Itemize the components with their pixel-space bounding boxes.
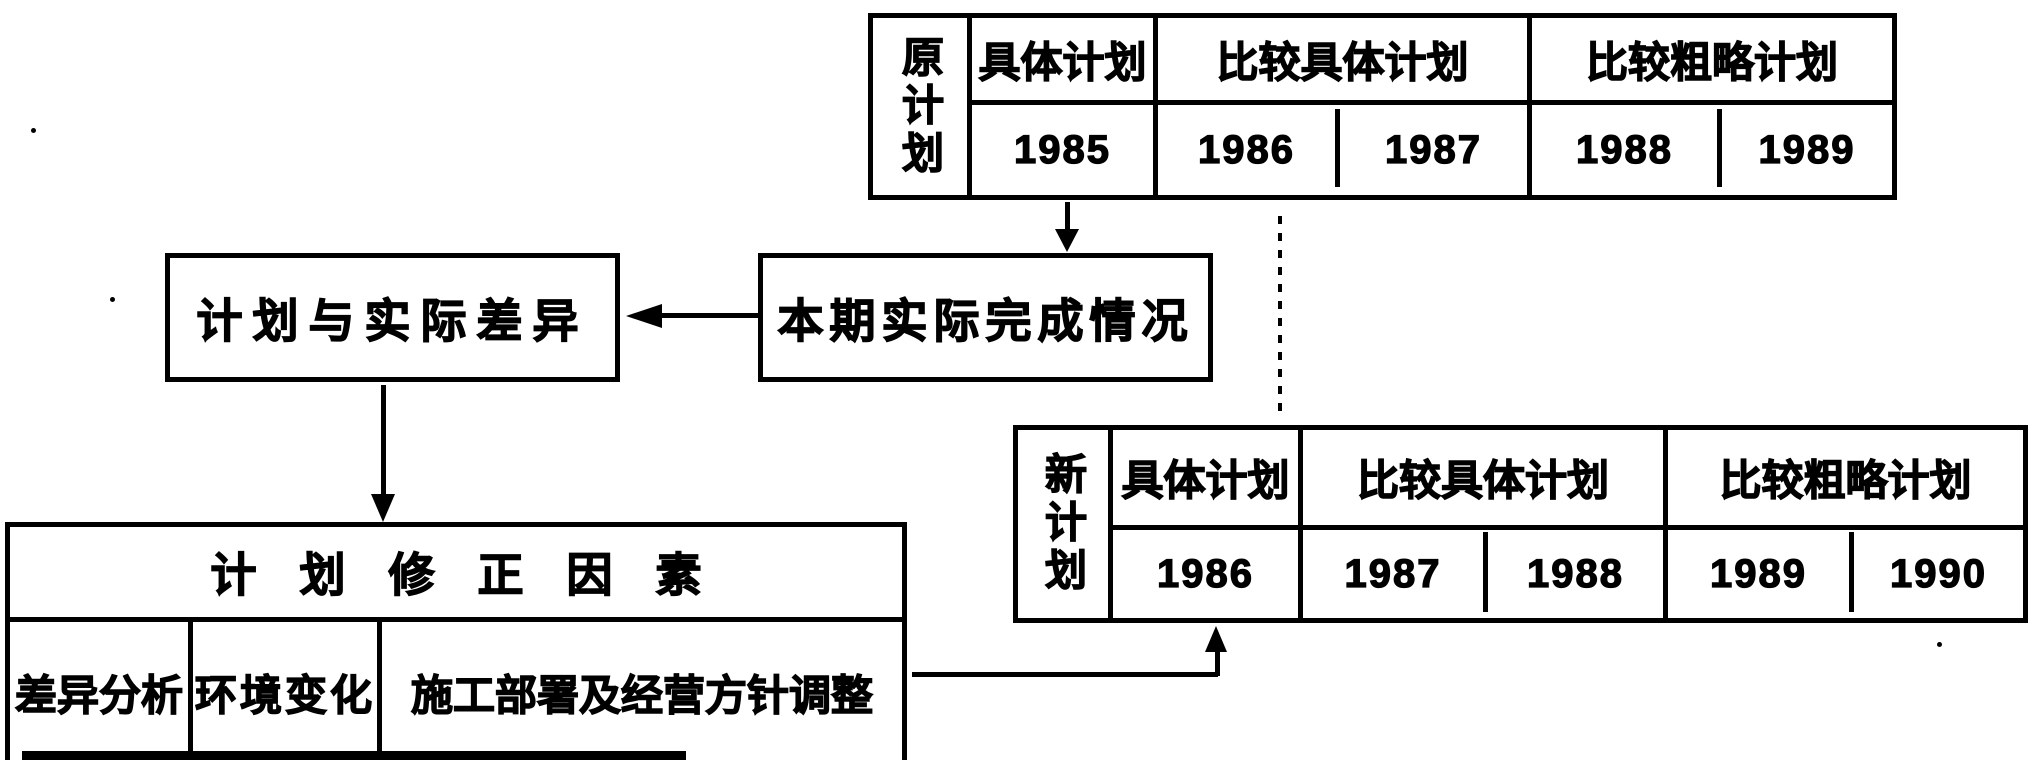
revision-factors-title: 计划修正因素 [210, 548, 745, 601]
column-divider [1527, 18, 1532, 195]
new-year-1990: 1990 [1889, 551, 1987, 596]
arrowhead-down [1055, 229, 1079, 252]
year-divider [1335, 109, 1340, 187]
title-row-divider [10, 617, 902, 622]
arrow-shaft [1215, 648, 1220, 676]
revision-cell-env-change: 环境变化 [194, 671, 375, 719]
column-divider [1663, 430, 1668, 618]
new-col-header-concrete: 具体计划 [1121, 456, 1290, 504]
revision-factors-box: 计划修正因素 差异分析 环境变化 施工部署及经营方针调整 [5, 522, 907, 760]
column-divider [967, 18, 972, 195]
original-year-1988: 1988 [1575, 127, 1673, 172]
arrowhead-up [1205, 626, 1227, 652]
new-plan-row-label: 新计划 [1039, 451, 1087, 596]
header-row-divider [1113, 525, 2023, 530]
header-row-divider [972, 100, 1892, 105]
arrow-shaft [381, 385, 386, 497]
new-col-header-rough: 比较粗略计划 [1719, 456, 1972, 504]
new-year-1989: 1989 [1709, 551, 1807, 596]
scan-speck [1937, 642, 1942, 647]
arrow-shaft [1065, 202, 1070, 232]
connector-horizontal [912, 672, 1218, 677]
original-year-1989: 1989 [1758, 127, 1856, 172]
year-divider [1717, 109, 1722, 187]
revision-cell-deployment: 施工部署及经营方针调整 [410, 671, 873, 719]
original-year-1987: 1987 [1384, 127, 1482, 172]
column-divider [1153, 18, 1158, 195]
original-year-1986: 1986 [1197, 127, 1295, 172]
actual-completion-box: 本期实际完成情况 [758, 253, 1213, 382]
plan-vs-actual-box: 计划与实际差异 [165, 253, 620, 382]
arrowhead-left [626, 304, 662, 328]
new-year-1987: 1987 [1344, 551, 1442, 596]
original-year-1985: 1985 [1013, 127, 1111, 172]
dashed-link-original-to-new [1278, 216, 1282, 420]
arrowhead-down [371, 494, 395, 522]
scan-speck [110, 297, 115, 302]
original-plan-row-label: 原计划 [896, 34, 944, 179]
new-year-1986: 1986 [1156, 551, 1254, 596]
original-col-header-fairly-concrete: 比较具体计划 [1216, 38, 1469, 86]
cell-divider [377, 622, 382, 760]
original-col-header-concrete: 具体计划 [978, 38, 1147, 86]
new-plan-table: 新计划 具体计划 比较具体计划 比较粗略计划 1986 1987 1988 19… [1013, 425, 2028, 623]
column-divider [1108, 430, 1113, 618]
partial-bottom-border [22, 751, 686, 760]
scan-speck [31, 128, 36, 133]
column-divider [1298, 430, 1303, 618]
arrow-shaft [655, 313, 758, 318]
new-col-header-fairly-concrete: 比较具体计划 [1356, 456, 1609, 504]
original-col-header-rough: 比较粗略计划 [1585, 38, 1838, 86]
year-divider [1483, 532, 1488, 612]
new-year-1988: 1988 [1526, 551, 1624, 596]
year-divider [1849, 532, 1854, 612]
original-plan-table: 原计划 具体计划 比较具体计划 比较粗略计划 1985 1986 1987 19… [868, 13, 1897, 200]
revision-cell-diff-analysis: 差异分析 [14, 671, 183, 719]
cell-divider [188, 622, 193, 760]
